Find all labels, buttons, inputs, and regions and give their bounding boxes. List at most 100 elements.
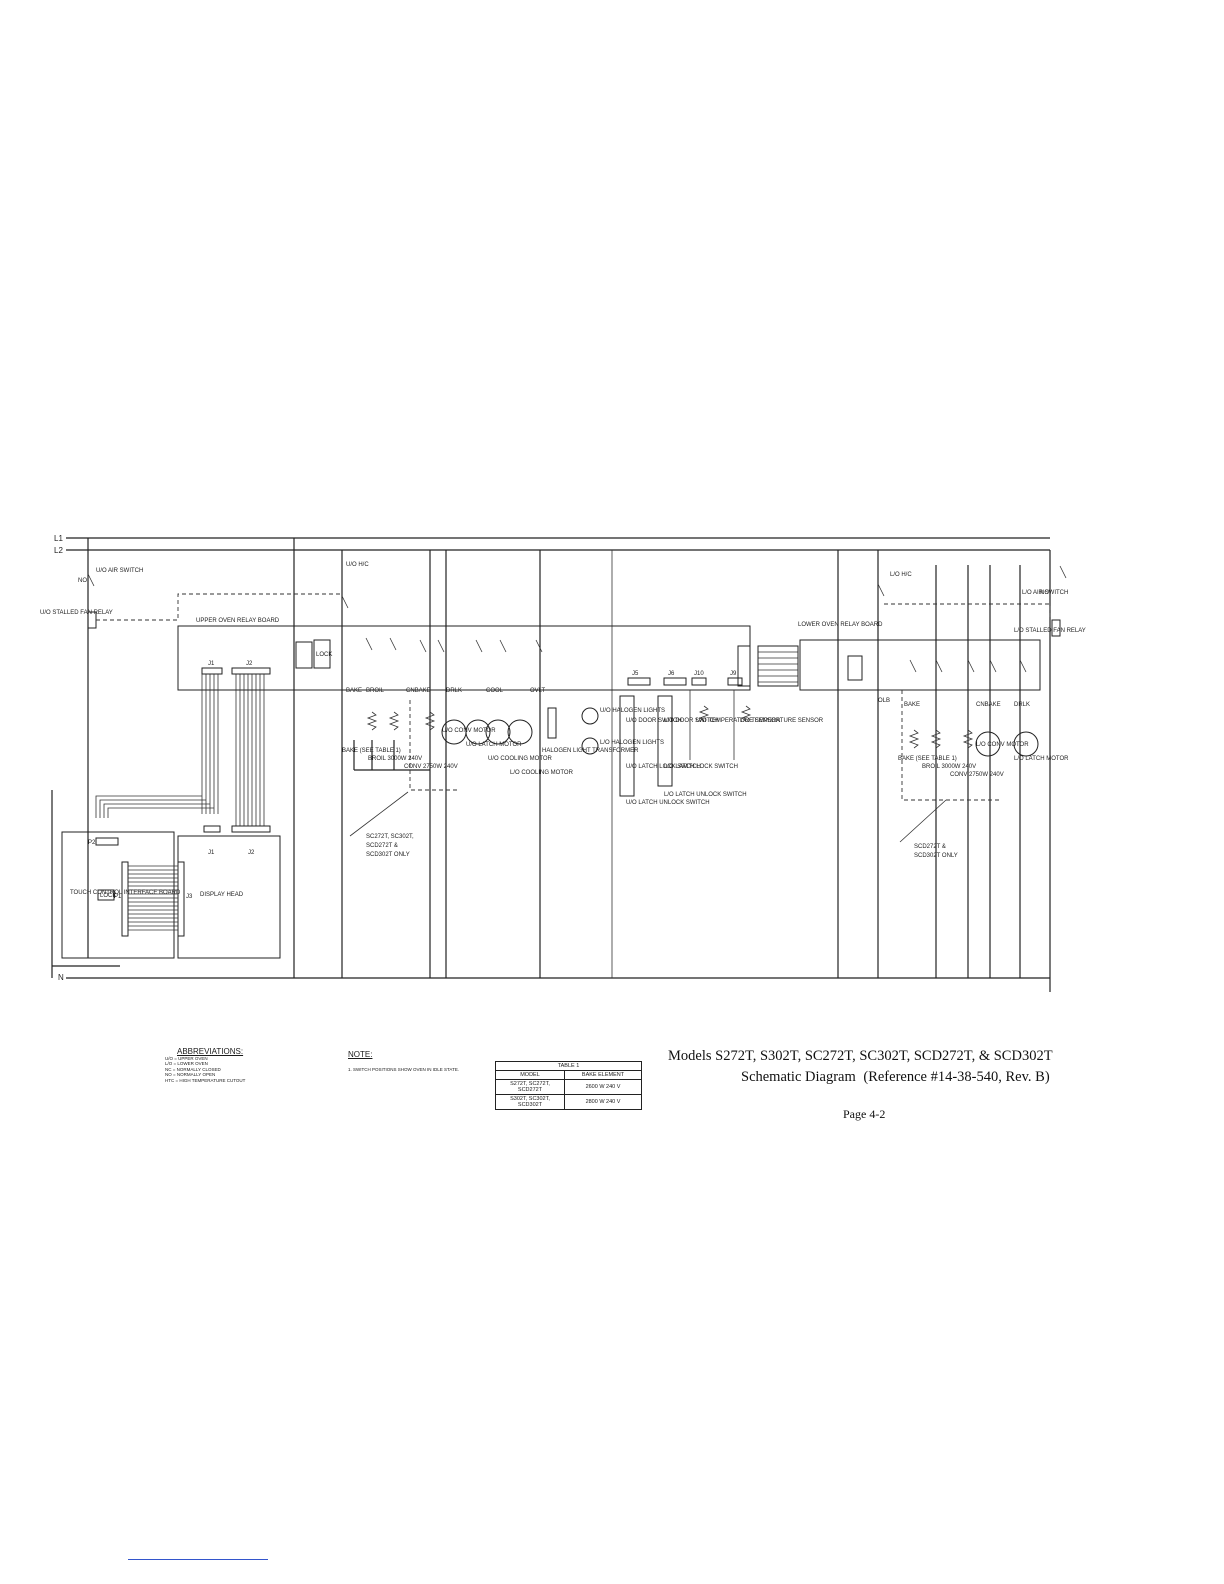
bake-element-table: TABLE 1 MODEL BAKE ELEMENT S272T, SC272T…	[495, 1061, 642, 1110]
note-title: NOTE:	[348, 1050, 373, 1059]
lower-air-switch-label: L/O AIR SWITCH	[1022, 590, 1068, 596]
upper-fan-relay-label: U/O STALLED FAN RELAY	[40, 610, 113, 616]
caption-schematic: Schematic Diagram	[741, 1069, 856, 1085]
upper-callout-line-2: SCD272T &	[366, 843, 398, 849]
page-number: Page 4-2	[843, 1107, 886, 1121]
lower-el-bake: BAKE	[904, 702, 920, 708]
table-row: S272T, SC272T, SCD272T 2600 W 240 V	[495, 1079, 642, 1095]
upper-el-drlk: DRLK	[446, 688, 462, 694]
note: NOTE: 1. SWITCH POSITIONS SHOW OVEN IN I…	[348, 1050, 459, 1072]
rail-n-label: N	[58, 973, 64, 982]
lower-el-olb: OLB	[878, 698, 890, 704]
note-text: 1. SWITCH POSITIONS SHOW OVEN IN IDLE ST…	[348, 1067, 460, 1072]
abbreviations-title: ABBREVIATIONS:	[177, 1047, 244, 1056]
abbreviations: ABBREVIATIONS: U/O = UPPER OVEN L/O = LO…	[165, 1047, 245, 1083]
table-cell: 2600 W 240 V	[564, 1079, 642, 1095]
distribution-lines	[293, 538, 1021, 978]
lower-el-cnbake: CNBAKE	[976, 702, 1001, 708]
upper-conv-element-label: CONV 2750W 240V	[404, 764, 458, 770]
bottom-j3-label: J3	[186, 894, 193, 900]
upper-board-label: UPPER OVEN RELAY BOARD	[196, 618, 280, 624]
upper-air-switch: U/O AIR SWITCH NO U/O STALLED FAN RELAY …	[40, 562, 369, 629]
uo-temp-sensor: U/O TEMPERATURE SENSOR	[696, 718, 781, 724]
upper-bake-element-label: BAKE (SEE TABLE 1)	[342, 748, 401, 754]
lower-no-label: NO	[1040, 590, 1049, 596]
abbreviation-item: NC = NORMALLY CLOSED	[165, 1066, 221, 1072]
abbreviation-item: L/O = LOWER OVEN	[165, 1061, 208, 1067]
bottom-boards: P2 P1 J1 J2 J3 LOCK TOUCH CONTROL INTERF…	[61, 825, 281, 959]
lo-door-switch: L/O DOOR SWITCH	[664, 718, 719, 724]
upper-el-cnbake: CNBAKE	[406, 688, 431, 694]
lower-fan-relay-label: L/O STALLED FAN RELAY	[1014, 628, 1086, 634]
table-title: TABLE 1	[495, 1061, 642, 1071]
caption-reference: (Reference #14-38-540, Rev. B)	[863, 1069, 1050, 1085]
upper-callout-line-3: SCD302T ONLY	[366, 852, 410, 858]
uo-latch-unlock-switch: U/O LATCH UNLOCK SWITCH	[626, 800, 710, 806]
power-rails: L1 L2 N	[51, 534, 1051, 992]
upper-cooling-motor: U/O COOLING MOTOR	[488, 756, 553, 762]
table-row: S302T, SC302T, SCD302T 2800 W 240 V	[495, 1094, 642, 1110]
p1-label: P1	[114, 894, 122, 900]
upper-broil-element-label: BROIL 3000W 240V	[368, 756, 422, 762]
lower-halogen-label: L/O HALOGEN LIGHTS	[600, 740, 664, 746]
upper-no-label: NO	[78, 578, 87, 584]
lower-bake-element-label: BAKE (SEE TABLE 1)	[898, 756, 957, 762]
abbreviation-item: HTC = HIGH TEMPERATURE CUTOUT	[165, 1077, 246, 1083]
upper-el-ovlt: OVLT	[530, 688, 546, 694]
lower-board-label: LOWER OVEN RELAY BOARD	[798, 622, 883, 628]
lower-callout-line-2: SCD302T ONLY	[914, 853, 958, 859]
lo-latch-lock-switch: L/O LATCH LOCK SWITCH	[664, 764, 738, 770]
bottom-j1-label: J1	[208, 850, 215, 856]
bottom-lock-label: LOCK	[100, 893, 116, 899]
lower-cooling-motor: L/O COOLING MOTOR	[510, 770, 574, 776]
upper-j6-label: J6	[668, 671, 675, 677]
wire-harness	[95, 674, 265, 826]
lower-el-drlk: DRLK	[1014, 702, 1030, 708]
table-header-bake: BAKE ELEMENT	[564, 1070, 642, 1080]
lower-callout-line-1: SCD272T &	[914, 844, 946, 850]
upper-halogen-label: U/O HALOGEN LIGHTS	[600, 708, 665, 714]
abbreviation-item: NO = NORMALLY OPEN	[165, 1072, 216, 1078]
upper-el-bake: BAKE	[346, 688, 362, 694]
halogen-and-switches: U/O HALOGEN LIGHTS L/O HALOGEN LIGHTS HA…	[542, 690, 824, 806]
upper-j1-label: J1	[208, 661, 215, 667]
lower-broil-element-label: BROIL 3000W 240V	[922, 764, 976, 770]
upper-elements: BAKE BROIL CNBAKE DRLK COOL OVLT U/O CON…	[342, 688, 574, 791]
lower-conv-element-label: CONV 2750W 240V	[950, 772, 1004, 778]
table-cell: 2800 W 240 V	[564, 1094, 642, 1110]
rail-l2-label: L2	[54, 546, 63, 555]
touch-board-label: TOUCH CONTROL INTERFACE BOARD	[70, 890, 181, 896]
upper-relay-board: UPPER OVEN RELAY BOARD LOCK J1 J2 J5 J6 …	[177, 595, 751, 691]
upper-j2-label: J2	[246, 661, 253, 667]
lower-conv-motor: L/O CONV MOTOR	[976, 742, 1029, 748]
uo-door-switch: U/O DOOR SWITCH	[626, 718, 682, 724]
upper-callout-line-1: SC272T, SC302T,	[366, 834, 414, 840]
lower-htc-label: L/O H/C	[890, 572, 912, 578]
upper-j5-label: J5	[632, 671, 639, 677]
caption-title: Schematic Diagram (Reference #14-38-540,…	[741, 1069, 1050, 1086]
upper-el-cool: COOL	[486, 688, 504, 694]
upper-air-switch-label: U/O AIR SWITCH	[96, 568, 143, 574]
display-head-label: DISPLAY HEAD	[200, 892, 244, 898]
lower-latch-motor: L/O LATCH MOTOR	[1014, 756, 1069, 762]
upper-j9-label: J9	[730, 671, 737, 677]
upper-lock-label: LOCK	[316, 652, 332, 658]
lo-temp-sensor: L/O TEMPERATURE SENSOR	[740, 718, 824, 724]
upper-htc-label: U/O H/C	[346, 562, 369, 568]
upper-j10-label: J10	[694, 671, 704, 677]
upper-latch-motor: U/O LATCH MOTOR	[466, 742, 522, 748]
caption-models: Models S272T, S302T, SC272T, SC302T, SCD…	[668, 1048, 1053, 1064]
p2-label: P2	[88, 840, 96, 846]
rail-l1-label: L1	[54, 534, 63, 543]
uo-latch-lock-switch: U/O LATCH LOCK SWITCH	[626, 764, 701, 770]
upper-el-broil: BROIL	[366, 688, 385, 694]
halogen-transformer-label: HALOGEN LIGHT TRANSFORMER	[542, 748, 639, 754]
abbreviation-item: U/O = UPPER OVEN	[165, 1056, 208, 1061]
footer-rule	[128, 1559, 268, 1560]
table-header-model: MODEL	[495, 1070, 565, 1080]
upper-conv-motor: U/O CONV MOTOR	[442, 728, 496, 734]
upper-callout: SC272T, SC302T, SCD272T & SCD302T ONLY	[349, 791, 414, 858]
lo-latch-unlock-switch: L/O LATCH UNLOCK SWITCH	[664, 792, 747, 798]
lower-relay-board: LOWER OVEN RELAY BOARD L/O H/C L/O AIR S…	[757, 565, 1086, 859]
